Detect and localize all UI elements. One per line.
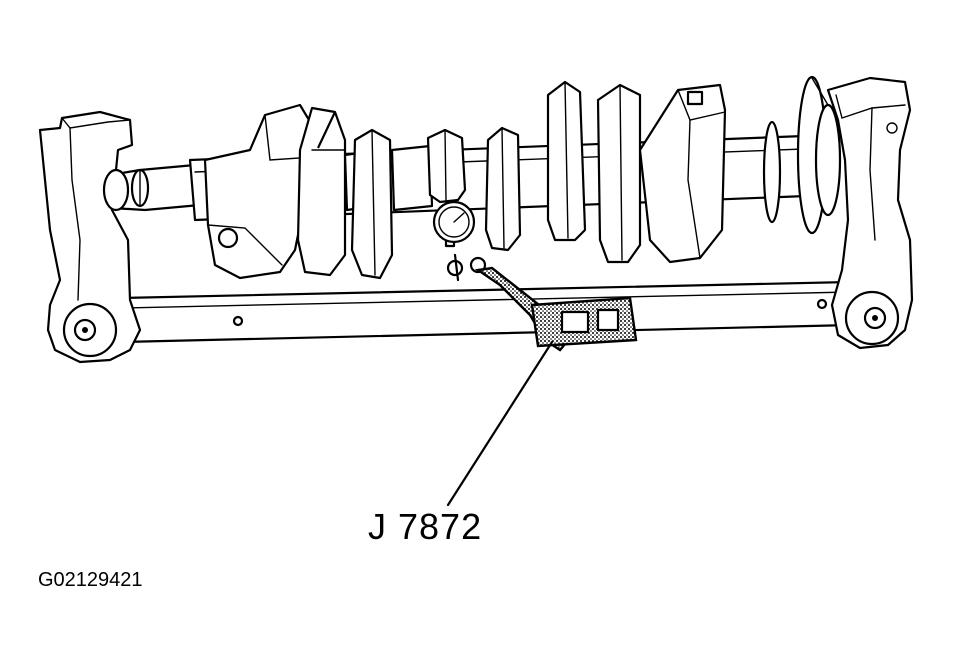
- right-support-stand: [826, 76, 914, 350]
- crankshaft: [102, 75, 842, 280]
- left-support-stand: [38, 110, 142, 364]
- magnetic-base-tool: [530, 296, 638, 348]
- tool-callout-label: J 7872: [368, 506, 483, 547]
- fixture-base-rail: [118, 280, 854, 344]
- figure-id-label: G02129421: [38, 569, 143, 591]
- callout-leader-line: [446, 340, 554, 507]
